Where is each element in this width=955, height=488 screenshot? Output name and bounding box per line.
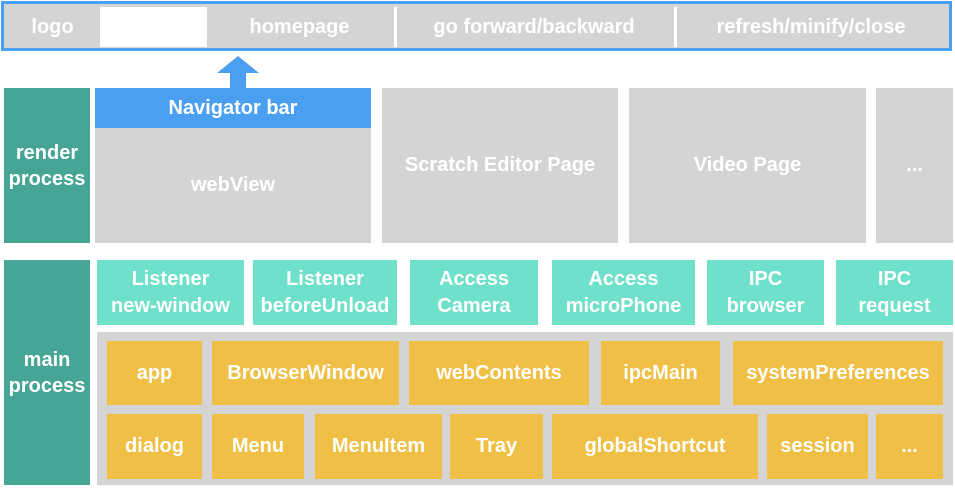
webview-label: webView [190, 174, 276, 196]
video-page: Video Page [629, 88, 866, 243]
homepage-slot: homepage [209, 7, 390, 47]
listener-box: Listener new-window [97, 260, 244, 325]
module-label: BrowserWindow [227, 361, 384, 384]
module-box: dialog [107, 414, 202, 479]
video-page-label: Video Page [693, 154, 802, 176]
module-label: ... [901, 435, 918, 457]
listener-box: IPC request [836, 260, 953, 325]
window-controls-slot: refresh/minify/close [674, 7, 945, 47]
logo-label: logo [31, 15, 74, 38]
module-label: app [136, 361, 173, 384]
navigation-slot: go forward/backward [394, 7, 671, 47]
more-pages: ... [876, 88, 953, 243]
listener-box: Access Camera [410, 260, 538, 325]
module-box: session [767, 414, 868, 479]
module-box: webContents [409, 341, 589, 405]
render-process-text: render process [8, 141, 86, 190]
listener-box: Access microPhone [552, 260, 695, 325]
module-box: ... [876, 414, 943, 479]
scratch-editor-page: Scratch Editor Page [382, 88, 618, 243]
main-process-text: main process [8, 348, 86, 397]
module-label: webContents [436, 361, 562, 384]
window-controls-label: refresh/minify/close [716, 15, 906, 38]
listener-label: Listener new-window [111, 267, 230, 317]
navigator-bar: Navigator bar [95, 88, 371, 128]
module-box: Menu [212, 414, 304, 479]
module-label: globalShortcut [584, 435, 726, 457]
module-label: ipcMain [623, 361, 698, 384]
listener-label: IPC request [858, 267, 931, 317]
module-label: Tray [475, 435, 518, 457]
address-blank [100, 7, 207, 47]
main-process-label: main process [4, 260, 90, 485]
module-box: systemPreferences [733, 341, 943, 405]
module-box: app [107, 341, 202, 405]
module-label: systemPreferences [746, 361, 930, 384]
up-arrow-icon [217, 56, 259, 88]
navigator-bar-label: Navigator bar [168, 96, 298, 119]
listener-label: Access microPhone [565, 267, 682, 317]
logo-slot: logo [7, 7, 98, 47]
more-pages-label: ... [906, 154, 923, 176]
module-box: BrowserWindow [212, 341, 399, 405]
navigation-label: go forward/backward [433, 15, 635, 38]
scratch-editor-label: Scratch Editor Page [404, 154, 596, 176]
module-box: Tray [450, 414, 543, 479]
listener-label: Access Camera [437, 267, 511, 317]
module-label: session [780, 435, 855, 457]
module-box: globalShortcut [552, 414, 758, 479]
webview-box: webView [95, 128, 371, 243]
homepage-label: homepage [249, 15, 350, 38]
listener-box: Listener beforeUnload [253, 260, 397, 325]
module-box: ipcMain [601, 341, 720, 405]
listener-box: IPC browser [707, 260, 824, 325]
module-box: MenuItem [315, 414, 442, 479]
listener-label: IPC browser [726, 267, 805, 317]
module-label: MenuItem [331, 435, 426, 457]
listener-label: Listener beforeUnload [260, 267, 390, 317]
module-label: Menu [231, 435, 285, 457]
module-label: dialog [125, 435, 184, 457]
render-process-label: render process [4, 88, 90, 243]
